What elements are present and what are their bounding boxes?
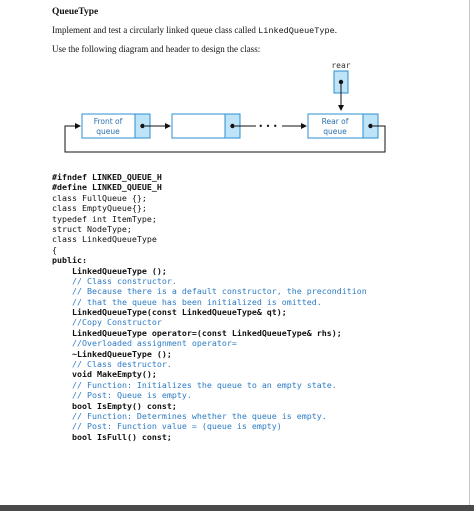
code-line: class LinkedQueueType bbox=[52, 234, 157, 245]
code-line: // that the queue has been initialized i… bbox=[72, 296, 322, 307]
rear-node-label-2: queue bbox=[323, 127, 347, 136]
code-line: class EmptyQueue{}; bbox=[52, 203, 147, 214]
intro-suffix: . bbox=[334, 25, 337, 35]
circular-link-arrow bbox=[64, 123, 386, 153]
code-line: #ifndef LINKED_QUEUE_H bbox=[52, 172, 162, 182]
code-line: { bbox=[52, 244, 57, 255]
code-line: // Post: Queue is empty. bbox=[72, 390, 192, 401]
intro-prefix: Implement and test a circularly linked q… bbox=[52, 25, 259, 35]
queue-diagram: rear Front of queue • • • Rear of queue bbox=[64, 61, 386, 153]
class-name-code: LinkedQueueType bbox=[258, 26, 335, 36]
rear-label: rear bbox=[331, 61, 350, 70]
code-line: // Function: Determines whether the queu… bbox=[72, 410, 327, 421]
code-line: void MakeEmpty(); bbox=[72, 369, 157, 380]
code-line: struct NodeType; bbox=[52, 223, 132, 234]
ellipsis: • • • bbox=[258, 122, 277, 131]
front-node-dot bbox=[140, 123, 145, 129]
code-line: // Class destructor. bbox=[72, 359, 172, 370]
front-node-label-1: Front of bbox=[94, 117, 123, 126]
code-line: LinkedQueueType (); bbox=[72, 265, 167, 276]
rear-node-label-1: Rear of bbox=[322, 117, 349, 126]
instruction-paragraph: Use the following diagram and header to … bbox=[52, 44, 261, 54]
rear-node-dot bbox=[368, 123, 373, 129]
code-line: // Post: Function value = (queue is empt… bbox=[72, 421, 282, 432]
page-border bbox=[469, 0, 470, 505]
code-line: bool IsFull() const; bbox=[72, 431, 172, 442]
page-title: QueueType bbox=[52, 7, 99, 17]
code-line: ~LinkedQueueType (); bbox=[72, 348, 172, 359]
front-node: Front of queue bbox=[81, 113, 151, 139]
intro-paragraph: Implement and test a circularly linked q… bbox=[52, 25, 337, 36]
middle-node-dot bbox=[230, 123, 235, 129]
code-line: //Overloaded assignment operator= bbox=[72, 338, 237, 349]
code-line: //Copy Constructor bbox=[72, 317, 162, 328]
code-line: // Function: Initializes the queue to an… bbox=[72, 379, 337, 390]
rear-pointer-dot bbox=[338, 79, 344, 85]
rear-node: Rear of queue bbox=[307, 113, 379, 139]
code-line: public: bbox=[52, 255, 87, 266]
code-line: // Because there is a default constructo… bbox=[72, 286, 367, 297]
middle-node bbox=[171, 113, 241, 139]
front-node-label-2: queue bbox=[96, 127, 120, 136]
code-line: LinkedQueueType operator=(const LinkedQu… bbox=[72, 327, 342, 338]
header-code-listing: #ifndef LINKED_QUEUE_H#define LINKED_QUE… bbox=[52, 172, 367, 442]
code-line: typedef int ItemType; bbox=[52, 213, 157, 224]
code-line: #define LINKED_QUEUE_H bbox=[52, 182, 162, 193]
code-line: LinkedQueueType(const LinkedQueueType& q… bbox=[72, 307, 287, 318]
code-line: bool IsEmpty() const; bbox=[72, 400, 177, 411]
code-line: class FullQueue {}; bbox=[52, 192, 147, 203]
code-line: // Class constructor. bbox=[72, 275, 177, 286]
